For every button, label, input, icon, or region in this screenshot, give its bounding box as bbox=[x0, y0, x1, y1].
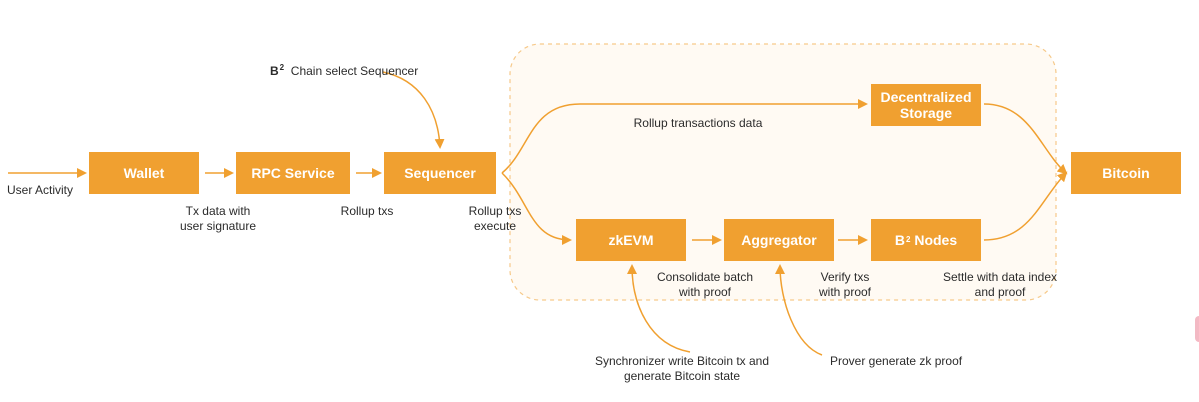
arrow-sequencer-to-zkevm bbox=[501, 172, 572, 245]
aggregator-node: Aggregator bbox=[724, 219, 834, 261]
arrow-b2nodes-to-bitcoin bbox=[983, 171, 1068, 241]
arrow-prover-to-aggregator bbox=[775, 264, 823, 356]
sequencer-node: Sequencer bbox=[384, 152, 496, 194]
edge-handle bbox=[1195, 316, 1199, 342]
settle-label: Settle with data index and proof bbox=[942, 270, 1058, 299]
chain-select-prefix: B bbox=[270, 64, 279, 78]
synchronizer-label: Synchronizer write Bitcoin tx and genera… bbox=[594, 354, 770, 383]
b2-nodes-superscript: 2 bbox=[905, 235, 911, 244]
prover-label: Prover generate zk proof bbox=[830, 354, 963, 368]
chain-select-suffix: Chain select Sequencer bbox=[290, 64, 419, 78]
wallet-node: Wallet bbox=[89, 152, 199, 194]
b2-nodes-prefix: B bbox=[894, 232, 905, 248]
decentralized-storage-node: Decentralized Storage bbox=[871, 84, 981, 126]
b2-nodes-suffix: Nodes bbox=[910, 232, 958, 248]
arrow-sequencer-to-storage bbox=[501, 99, 868, 174]
rollup-transactions-data-label: Rollup transactions data bbox=[633, 116, 763, 130]
chain-select-superscript: 2 bbox=[279, 63, 285, 72]
arrow-synchronizer-to-zkevm bbox=[627, 264, 691, 353]
rpc-service-node: RPC Service bbox=[236, 152, 350, 194]
bitcoin-node: Bitcoin bbox=[1071, 152, 1181, 194]
rollup-region bbox=[509, 43, 1057, 301]
verify-txs-label: Verify txs with proof bbox=[818, 270, 872, 299]
decentralized-storage-label: Decentralized Storage bbox=[880, 89, 972, 121]
rollup-txs-label: Rollup txs bbox=[340, 204, 394, 218]
rollup-txs-execute-label: Rollup txs execute bbox=[468, 204, 522, 233]
arrow-chain-select-to-sequencer bbox=[382, 71, 445, 149]
consolidate-batch-label: Consolidate batch with proof bbox=[656, 270, 754, 299]
chain-select-label: B2 Chain select Sequencer bbox=[270, 45, 470, 79]
zkevm-node: zkEVM bbox=[576, 219, 686, 261]
user-activity-label: User Activity bbox=[7, 183, 74, 197]
arrow-storage-to-bitcoin bbox=[983, 103, 1068, 175]
tx-data-label: Tx data with user signature bbox=[179, 204, 257, 233]
